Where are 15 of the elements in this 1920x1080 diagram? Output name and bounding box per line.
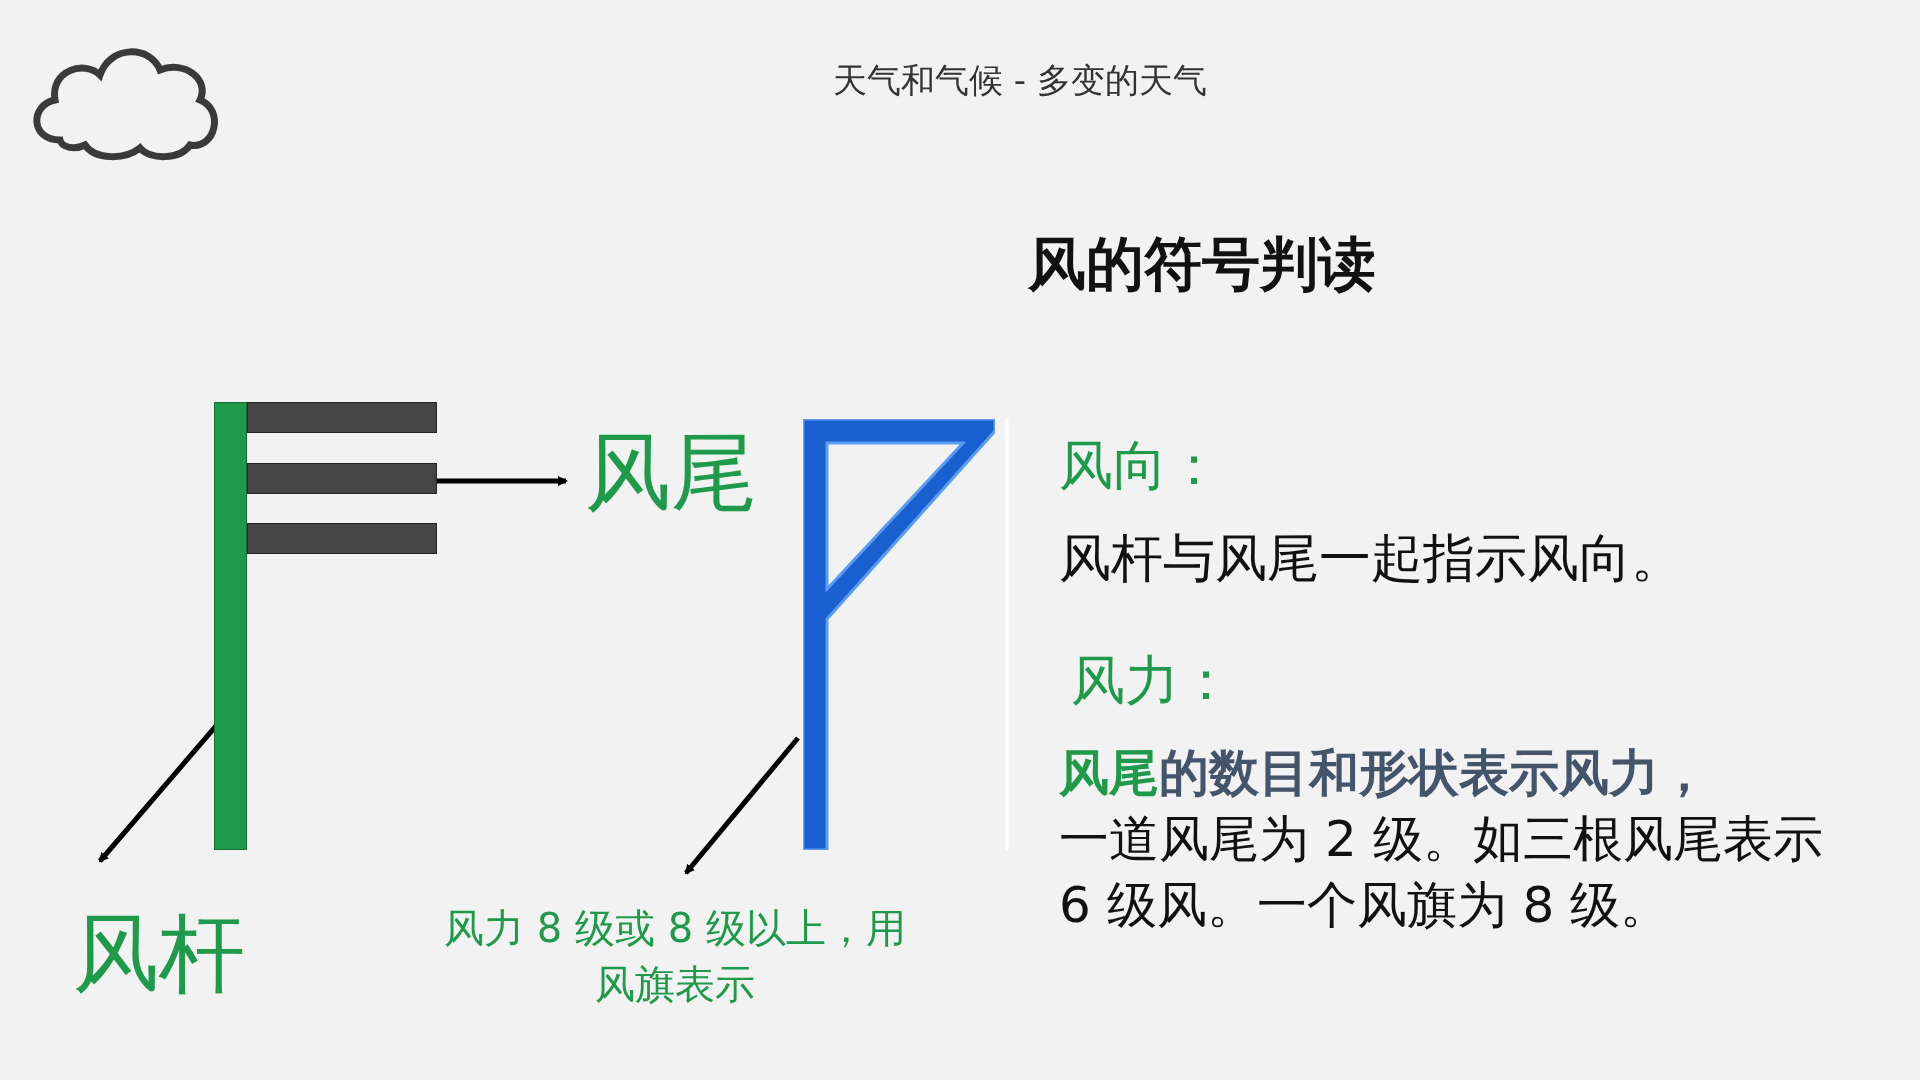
wind-tail-label: 风尾 [585, 415, 757, 532]
wind-staff-label: 风杆 [73, 896, 245, 1013]
body-text: 风尾的数目和形状表示风力， [1059, 743, 1709, 804]
section-heading: 风力： [1071, 648, 1233, 714]
arrow [684, 736, 800, 875]
wind-flag-caption: 风力 8 级或 8 级以上，用风旗表示 [440, 900, 910, 1012]
arrow [437, 476, 568, 486]
wind-barb-bars [247, 402, 437, 554]
body-text: 风杆与风尾一起指示风向。 [1059, 527, 1683, 590]
section-heading: 风向： [1059, 433, 1221, 499]
wind-staff [214, 402, 247, 850]
body-text: 一道风尾为 2 级。如三根风尾表示 6 级风。一个风旗为 8 级。 [1059, 809, 1824, 936]
header-text: 天气和气候 - 多变的天气 [833, 59, 1207, 102]
slide-title: 风的符号判读 [1028, 229, 1376, 300]
wind-flag-symbol [803, 419, 995, 850]
